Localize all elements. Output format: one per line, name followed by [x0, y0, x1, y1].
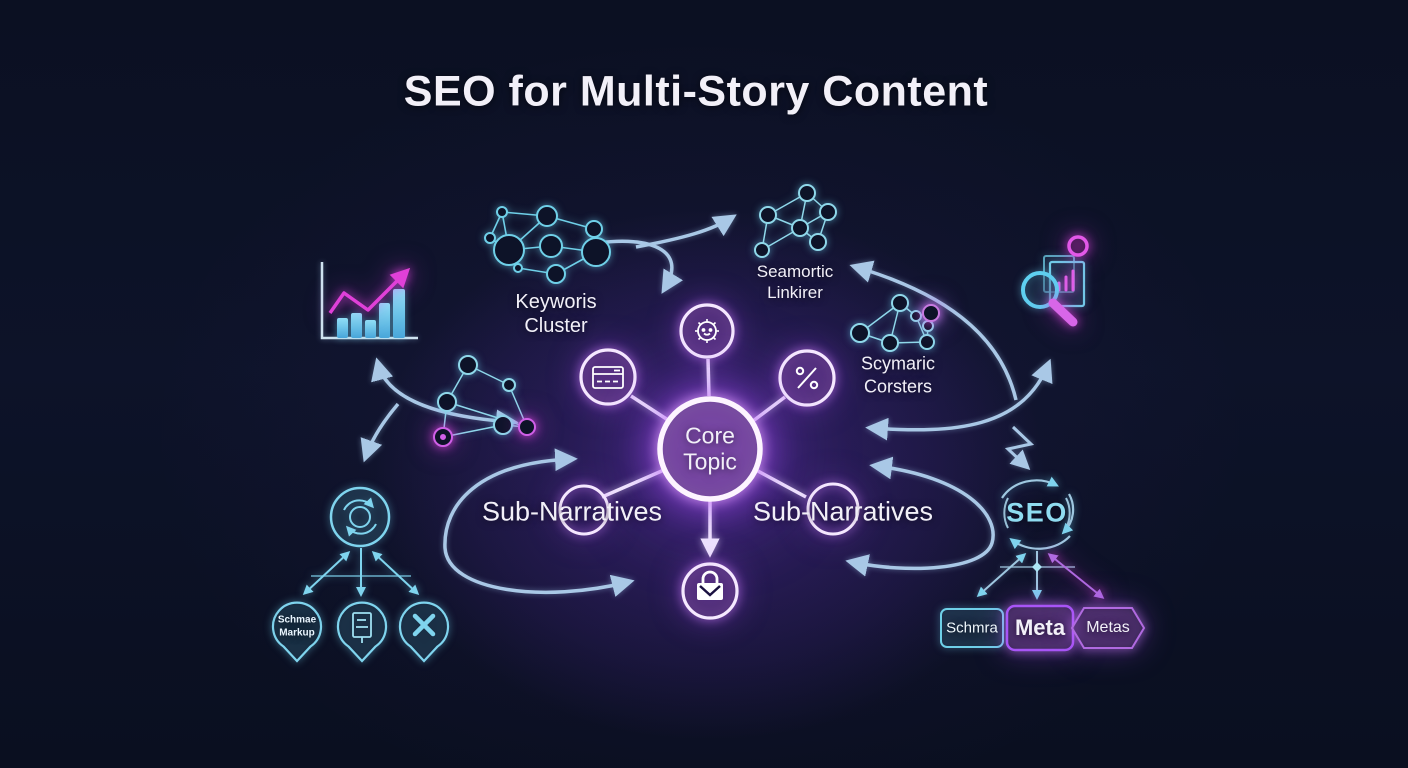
schema-box [940, 608, 1004, 648]
left-network-graphic [433, 355, 536, 447]
document-pin [336, 601, 388, 663]
schema-box-label: Schmra [946, 619, 998, 637]
semantic-clusters-graphic [850, 294, 940, 352]
schema-markup-pin [271, 601, 323, 663]
semantic-clusters-label: Scymaric Corsters [860, 353, 936, 397]
metas-hexagon [1070, 607, 1146, 649]
keywords-cluster-graphic [484, 205, 611, 284]
crosshair-dot [1032, 562, 1042, 572]
search-report-icon [1021, 235, 1089, 327]
core-topic-label: Core Topic [683, 422, 737, 475]
magnifier-handle [1048, 298, 1078, 327]
semantic-linker-label: Seamortic Linkirer [756, 261, 834, 302]
sync-icon [329, 486, 391, 548]
arrow-cluster-to-core [597, 239, 683, 294]
x-pin-icon [412, 613, 436, 637]
lock-icon [697, 570, 723, 600]
card-icon [592, 366, 624, 389]
x-pin [398, 601, 450, 663]
schema-flow-group [271, 486, 450, 663]
zigzag-arrow [1004, 425, 1035, 471]
seo-cycle-label: SEO [1006, 497, 1068, 528]
seo-cycle-icon [1001, 476, 1075, 550]
sub-narratives-left-label: Sub-Narratives [481, 496, 663, 527]
core-topic-ring [657, 396, 763, 502]
arrow-to-bar-chart [371, 357, 519, 433]
semantic-linker-graphic [754, 184, 837, 258]
document-pin-icon [352, 612, 372, 643]
schema-markup-pin-label: Schmae Markup [277, 614, 317, 639]
core-spokes [601, 358, 807, 558]
arrow-left-loop [443, 448, 635, 597]
trend-line [328, 267, 411, 315]
magnifier-lens [1021, 271, 1059, 309]
sub-narratives-left-ring [558, 484, 610, 536]
top-satellite-ring [679, 303, 735, 359]
sub-narratives-right-ring [806, 482, 860, 536]
arrow-to-schema-group [360, 402, 400, 463]
bar-chart-trend-icon [320, 262, 418, 340]
meta-box-label: Meta [1014, 615, 1066, 640]
arrow-right-to-clusters [865, 358, 1053, 441]
arrow-loop-to-subnarratives [845, 456, 995, 577]
arrow-cluster-to-linker [635, 214, 737, 249]
left-satellite-ring [579, 348, 637, 406]
page-title: SEO for Multi-Story Content [403, 67, 989, 116]
keywords-cluster-label: Keyworis Cluster [515, 291, 597, 337]
crossed-tools-icon [795, 366, 819, 390]
seo-flow-group [940, 476, 1146, 652]
pink-dot [1067, 235, 1089, 257]
flow-arrows [360, 214, 1053, 597]
metas-hex-label: Metas [1086, 619, 1130, 636]
badge-face-icon [695, 319, 719, 343]
sub-narratives-right-label: Sub-Narratives [752, 496, 934, 527]
